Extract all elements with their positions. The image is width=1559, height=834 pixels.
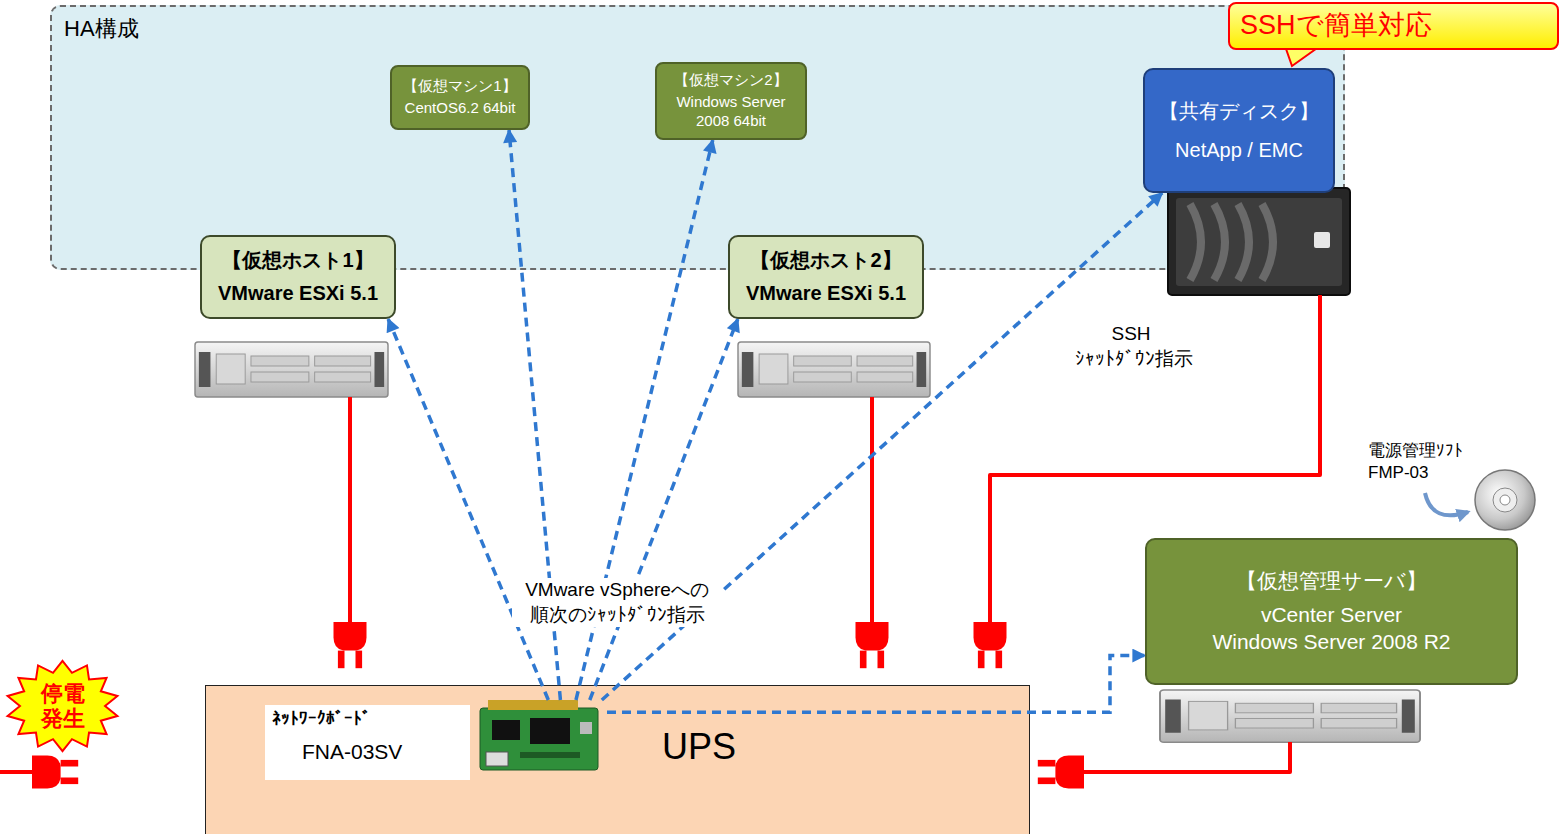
box-heading: 【仮想マシン2】 (674, 71, 787, 90)
power-plug (856, 622, 889, 668)
storage-appliance (1168, 188, 1350, 295)
network-board-icon (492, 720, 520, 740)
callout-tail (1285, 46, 1320, 66)
shutdown-signal-arrow (607, 656, 1145, 713)
power-plug (974, 622, 1007, 668)
label-anchor: 電源管理ｿﾌﾄ FMP-03 (1365, 440, 1465, 484)
server-unit (1160, 690, 1420, 742)
server-unit (195, 342, 388, 397)
label-anchor: SSH ｼｬｯﾄﾀﾞｳﾝ指示 (1072, 322, 1190, 371)
storage-appliance (1214, 204, 1225, 280)
label-anchor: VMware vSphereへの 順次のｼｬｯﾄﾀﾞｳﾝ指示 (512, 578, 722, 627)
storage-appliance (1238, 204, 1249, 280)
software-disc (1475, 470, 1535, 530)
storage-appliance (1314, 232, 1330, 248)
ups-unit: UPS ﾈｯﾄﾜｰｸﾎﾞｰﾄﾞ FNA-03SV (205, 685, 1030, 834)
connector-group (388, 130, 1162, 712)
board-heading: ﾈｯﾄﾜｰｸﾎﾞｰﾄﾞ (272, 708, 371, 729)
virtual-host-box: 【仮想ホスト2】 VMware ESXi 5.1 (728, 235, 924, 319)
box-detail: vCenter Server (1261, 602, 1402, 628)
network-board-icon (480, 700, 598, 770)
callout-text: SSHで簡単対応 (1240, 9, 1432, 43)
network-board-icon (488, 700, 578, 710)
box-detail: Windows Server 2008 R2 (1212, 629, 1450, 655)
management-server-box: 【仮想管理サーバ】 vCenter ServerWindows Server 20… (1145, 538, 1518, 685)
power-cable (990, 295, 1320, 626)
power-plug (334, 622, 367, 668)
ha-cluster-band: HA構成【仮想マシン1】 CentOS6.2 64bit 【仮想マシン2】 Windo… (50, 5, 1345, 270)
network-board-icon (520, 752, 580, 758)
power-cable (1082, 742, 1290, 772)
box-heading: 【仮想管理サーバ】 (1236, 568, 1427, 594)
power-cable (348, 397, 352, 626)
storage-appliance (1262, 204, 1273, 280)
group-title: HA構成 (64, 15, 139, 43)
starburst-outline (8, 661, 118, 751)
storage-appliance (1190, 204, 1201, 280)
edge-label: SSH ｼｬｯﾄﾀﾞｳﾝ指示 (1072, 322, 1190, 371)
shared-storage-box: 【共有ディスク】 NetApp / EMC (1143, 68, 1335, 193)
callout-bubble: SSHで簡単対応 (1228, 2, 1559, 50)
power-plug (1038, 756, 1084, 789)
virtual-machine-box: 【仮想マシン2】 Windows Server 2008 64bit (655, 62, 807, 140)
software-note: 電源管理ｿﾌﾄ FMP-03 (1365, 440, 1465, 484)
software-disc (1475, 470, 1535, 530)
box-heading: 【仮想マシン1】 (403, 77, 516, 96)
box-detail: CentOS6.2 64bit (405, 99, 516, 118)
power-plug (32, 756, 78, 789)
box-detail: VMware ESXi 5.1 (218, 281, 378, 306)
network-board-icon (480, 708, 598, 770)
model-number: FNA-03SV (302, 739, 402, 765)
box-detail: NetApp / EMC (1175, 138, 1303, 163)
network-board-icon (486, 752, 508, 766)
box-heading: 【共有ディスク】 (1159, 99, 1319, 124)
storage-appliance (1176, 198, 1342, 286)
box-detail: VMware ESXi 5.1 (746, 281, 906, 306)
power-cable (870, 397, 874, 626)
storage-appliance (1168, 188, 1350, 295)
network-board-icon (580, 722, 592, 734)
power-cable (0, 770, 34, 774)
shutdown-signal-arrow (590, 319, 738, 700)
virtual-machine-box: 【仮想マシン1】 CentOS6.2 64bit (390, 65, 530, 130)
shutdown-signal-arrow (388, 319, 548, 700)
power-outage-burst: 停電 発生 (5, 660, 120, 752)
box-heading: 【仮想ホスト1】 (222, 248, 373, 273)
instruction-note: VMware vSphereへの 順次のｼｬｯﾄﾀﾞｳﾝ指示 (512, 578, 722, 627)
device-name: UPS (662, 724, 736, 769)
server-unit (738, 342, 930, 397)
network-board-icon (530, 718, 570, 744)
alert-text: 停電 発生 (38, 681, 88, 732)
install-arrow (1425, 493, 1468, 515)
box-detail: Windows Server 2008 64bit (661, 93, 801, 131)
virtual-host-box: 【仮想ホスト1】 VMware ESXi 5.1 (200, 235, 396, 319)
power-cable (0, 295, 1320, 772)
box-heading: 【仮想ホスト2】 (750, 248, 901, 273)
software-disc (1493, 488, 1517, 512)
software-disc (1500, 495, 1510, 505)
